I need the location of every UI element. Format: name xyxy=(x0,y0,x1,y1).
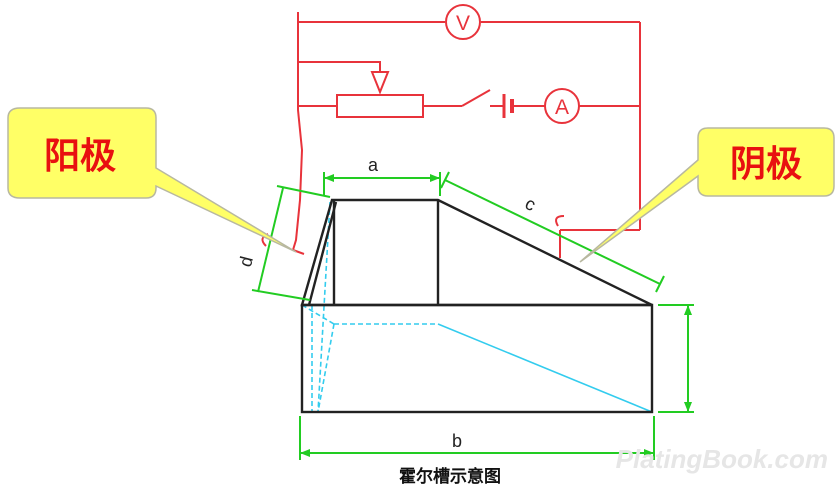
dim-a-label: a xyxy=(368,155,379,175)
circuit-wire-top xyxy=(297,12,445,23)
dimension-lines xyxy=(251,171,694,460)
callout-cathode-text: 阴极 xyxy=(730,144,802,185)
circuit-wire-left xyxy=(291,22,305,255)
callout-cathode-bubble xyxy=(579,127,835,263)
watermark: PlatingBook.com xyxy=(616,444,828,474)
hidden-diagonal xyxy=(437,323,653,413)
dim-c-label: c xyxy=(522,193,539,215)
callout-cathode: 阴极 xyxy=(579,127,835,263)
rheostat-tap-wire xyxy=(298,61,381,80)
circuit xyxy=(261,4,641,258)
voltmeter-icon xyxy=(445,4,481,40)
cathode-clip-icon xyxy=(555,215,565,227)
dim-c-line xyxy=(444,179,661,285)
callout-anode: 阳极 xyxy=(7,107,297,253)
dim-d-label: d xyxy=(235,254,257,269)
cell-top-face xyxy=(300,198,653,307)
diagram-caption: 霍尔槽示意图 xyxy=(399,466,501,486)
callout-anode-bubble xyxy=(7,107,297,253)
cell-front-face xyxy=(300,303,654,414)
hull-cell-outline xyxy=(300,198,654,414)
voltmeter-label: V xyxy=(456,12,470,35)
rheostat-arrow-icon xyxy=(370,71,390,95)
dimension-arrows xyxy=(300,174,692,457)
rheostat-resistor xyxy=(336,94,424,118)
ammeter-label: A xyxy=(555,96,569,119)
anode-plate-edge xyxy=(307,201,338,306)
switch-lever xyxy=(461,89,491,107)
dim-b-label: b xyxy=(452,431,462,451)
callout-anode-text: 阳极 xyxy=(44,136,116,177)
